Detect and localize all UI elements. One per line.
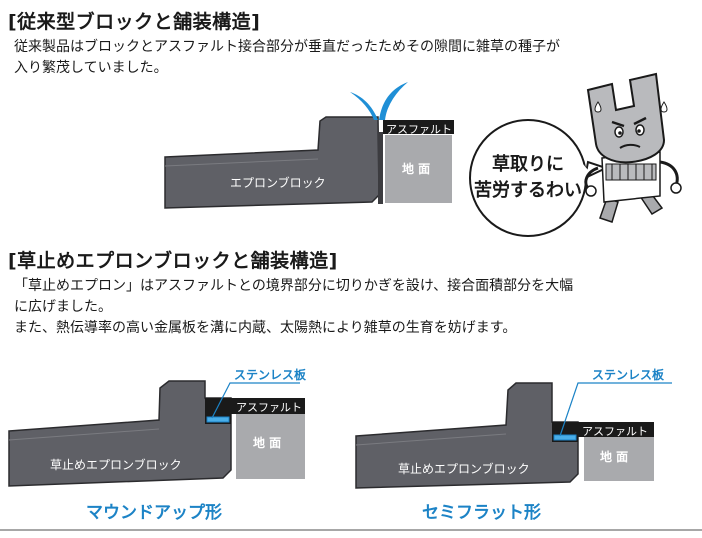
semiflat-diagram [355,382,672,489]
section1-body: 従来製品はブロックとアスファルト接合部分が垂直だったためその隙間に雑草の種子が … [14,37,694,79]
semiflat-caption: セミフラット形 [422,503,541,523]
speech-bubble-line1: 草取りに [492,154,564,175]
semiflat-asphalt-label: アスファルト [582,425,648,438]
section1-heading: [従来型ブロックと舗装構造] [8,11,261,33]
conventional-gap [378,132,383,204]
conventional-ground-label: 地 面 [402,162,431,176]
moundup-block-label: 草止めエプロンブロック [50,458,182,472]
moundup-asphalt [231,398,305,414]
conventional-block-label: エプロンブロック [230,176,326,190]
moundup-steel-label: ステンレス板 [234,368,307,382]
semiflat-ground [584,437,654,481]
conventional-asphalt [383,120,454,134]
speech-bubble-text: 草取りに 苦労するわい [470,152,586,204]
speech-bubble-line2: 苦労するわい [474,180,582,201]
semiflat-steel-label: ステンレス板 [592,368,665,382]
semiflat-steel-leader [559,382,672,437]
section2-body-line3: また、熱伝導率の高い金属板を溝に内蔵、太陽熱により雑草の生育を妨げます。 [14,320,517,336]
moundup-steel-leader [211,382,300,419]
speech-bubble [469,119,609,237]
semiflat-block-label: 草止めエプロンブロック [398,462,530,476]
semiflat-steel-plate [553,434,577,441]
conventional-asphalt-label: アスファルト [386,123,452,136]
section2-body-line2: に広げました。 [14,299,112,315]
moundup-steel-plate [206,416,230,423]
conventional-ground [385,135,452,203]
conventional-block [164,116,380,209]
moundup-caption: マウンドアップ形 [86,503,222,523]
section2-body: 「草止めエプロン」はアスファルトとの境界部分に切りかぎを設け、接合面積部分を大幅… [14,276,698,339]
moundup-asphalt-label: アスファルト [236,401,302,414]
moundup-diagram [8,380,305,487]
conventional-diagram [164,82,454,209]
mascot-block-character [584,72,682,223]
moundup-ground [236,414,305,479]
section2-body-line1: 「草止めエプロン」はアスファルトとの境界部分に切りかぎを設け、接合面積部分を大幅 [14,278,574,294]
semiflat-ground-label: 地 面 [600,450,629,464]
section1-body-line2: 入り繁茂していました。 [14,60,168,76]
weed-icon [350,82,408,120]
moundup-ground-label: 地 面 [253,436,282,450]
semiflat-asphalt [578,422,654,437]
section2-heading: [草止めエプロンブロックと舗装構造] [8,250,338,272]
section1-body-line1: 従来製品はブロックとアスファルト接合部分が垂直だったためその隙間に雑草の種子が [14,39,560,55]
